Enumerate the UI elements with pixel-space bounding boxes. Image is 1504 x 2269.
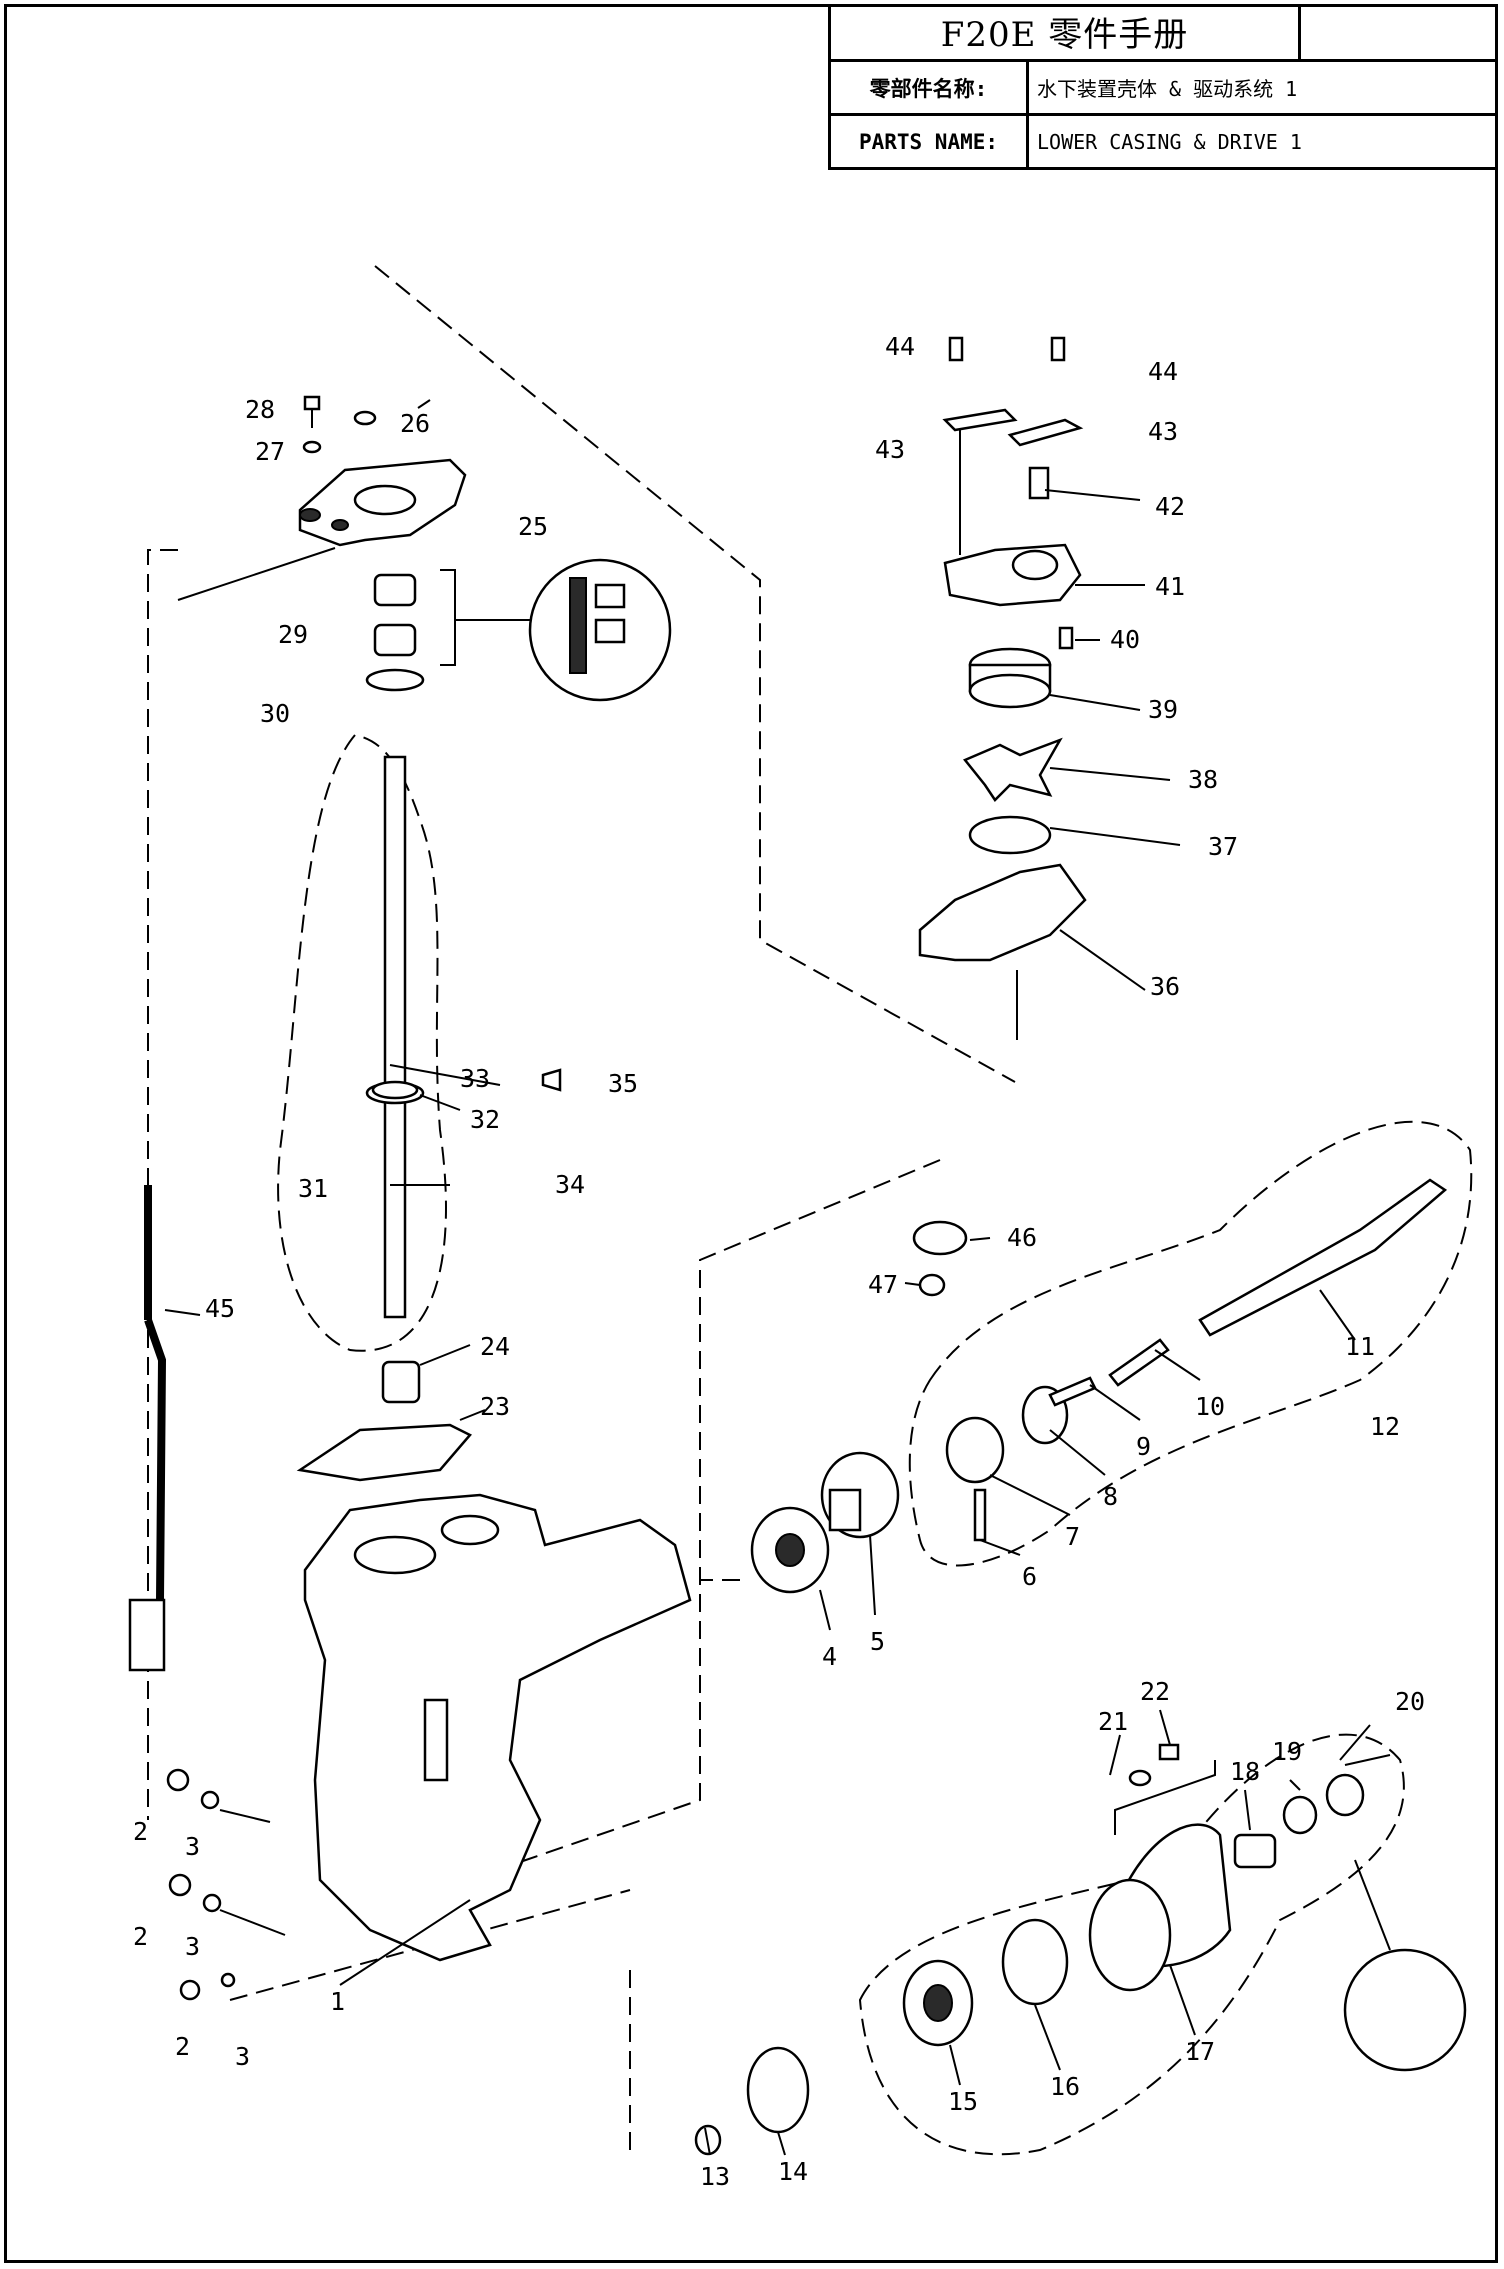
callout-45: 45 — [205, 1294, 235, 1323]
callout-6: 6 — [1022, 1562, 1037, 1591]
callout-2: 2 — [133, 1817, 148, 1846]
callout-39: 39 — [1148, 695, 1178, 724]
parts-26-28-bolt-set — [302, 395, 377, 454]
title-row: F20E 零件手册 — [831, 4, 1498, 62]
part-25-upper-housing — [177, 458, 467, 601]
callout-labels: 1 2 2 2 3 3 3 4 5 6 7 8 9 10 11 12 13 14… — [133, 332, 1425, 2191]
parts-46-47 — [912, 1220, 968, 1297]
part-45-shift-rod — [128, 1185, 167, 1672]
callout-9: 9 — [1136, 1432, 1151, 1461]
callout-25: 25 — [518, 512, 548, 541]
parts-36-44-water-pump — [918, 336, 1087, 1040]
callout-38: 38 — [1188, 765, 1218, 794]
callout-7: 7 — [1065, 1522, 1080, 1551]
callout-12: 12 — [1370, 1412, 1400, 1441]
parts-4-5-bearings — [750, 1451, 900, 1594]
callout-1: 1 — [330, 1987, 345, 2016]
parts-31-35-drive-shaft — [365, 755, 562, 1319]
callout-14: 14 — [778, 2157, 808, 2186]
callout-4: 4 — [822, 1642, 837, 1671]
callout-16: 16 — [1050, 2072, 1080, 2101]
callout-21: 21 — [1098, 1707, 1128, 1736]
callout-30: 30 — [260, 699, 290, 728]
callout-11: 11 — [1345, 1332, 1375, 1361]
cn-name-row: 零部件名称: 水下装置壳体 & 驱动系统 1 — [831, 62, 1498, 116]
en-name-row: PARTS NAME: LOWER CASING & DRIVE 1 — [831, 116, 1498, 167]
cn-parts-name-value: 水下装置壳体 & 驱动系统 1 — [1037, 77, 1298, 101]
callout-41: 41 — [1155, 572, 1185, 601]
cn-parts-name-label: 零部件名称: — [831, 62, 1029, 113]
part-1-lower-casing — [303, 1493, 692, 1962]
manual-title: F20E 零件手册 — [831, 4, 1301, 59]
callout-17: 17 — [1185, 2037, 1215, 2066]
en-parts-name-label: PARTS NAME: — [831, 116, 1029, 167]
callout-24: 24 — [480, 1332, 510, 1361]
callout-42: 42 — [1155, 492, 1185, 521]
callout-47: 47 — [868, 1270, 898, 1299]
callout-37: 37 — [1208, 832, 1238, 861]
callout-leader-lines — [164, 399, 1391, 2156]
callout-28: 28 — [245, 395, 275, 424]
callout-20: 20 — [1395, 1687, 1425, 1716]
callout-33: 33 — [460, 1064, 490, 1093]
callout-15: 15 — [948, 2087, 978, 2116]
callout-35: 35 — [608, 1069, 638, 1098]
drawing-frame — [4, 4, 1498, 2263]
callout-3: 3 — [235, 2042, 250, 2071]
parts-23-24 — [296, 1360, 472, 1482]
callout-44: 44 — [1148, 357, 1178, 386]
callout-2: 2 — [133, 1922, 148, 1951]
parts-6-11-propeller-shaft — [945, 1178, 1448, 1542]
callout-3: 3 — [185, 1932, 200, 1961]
callout-22: 22 — [1140, 1677, 1170, 1706]
title-block: F20E 零件手册 零部件名称: 水下装置壳体 & 驱动系统 1 PARTS N… — [828, 4, 1498, 170]
callout-44: 44 — [885, 332, 915, 361]
callout-3: 3 — [185, 1832, 200, 1861]
callout-27: 27 — [255, 437, 285, 466]
assembly-dash-lines — [147, 265, 1473, 2156]
parts-13-22-gear-housing — [694, 1743, 1467, 2156]
en-parts-name-value: LOWER CASING & DRIVE 1 — [1037, 129, 1302, 154]
callout-43: 43 — [875, 435, 905, 464]
callout-23: 23 — [480, 1392, 510, 1421]
callout-31: 31 — [298, 1174, 328, 1203]
callout-8: 8 — [1103, 1482, 1118, 1511]
callout-46: 46 — [1007, 1223, 1037, 1252]
callout-26: 26 — [400, 409, 430, 438]
callout-5: 5 — [870, 1627, 885, 1656]
callout-29: 29 — [278, 620, 308, 649]
callout-43: 43 — [1148, 417, 1178, 446]
callout-36: 36 — [1150, 972, 1180, 1001]
callout-2: 2 — [175, 2032, 190, 2061]
callout-13: 13 — [700, 2162, 730, 2191]
callout-10: 10 — [1195, 1392, 1225, 1421]
parts-29-30-bearings — [365, 558, 672, 702]
callout-19: 19 — [1272, 1737, 1302, 1766]
callout-34: 34 — [555, 1170, 585, 1199]
callout-32: 32 — [470, 1105, 500, 1134]
callout-40: 40 — [1110, 625, 1140, 654]
callout-18: 18 — [1230, 1757, 1260, 1786]
parts-2-3-bolts — [166, 1768, 286, 2001]
